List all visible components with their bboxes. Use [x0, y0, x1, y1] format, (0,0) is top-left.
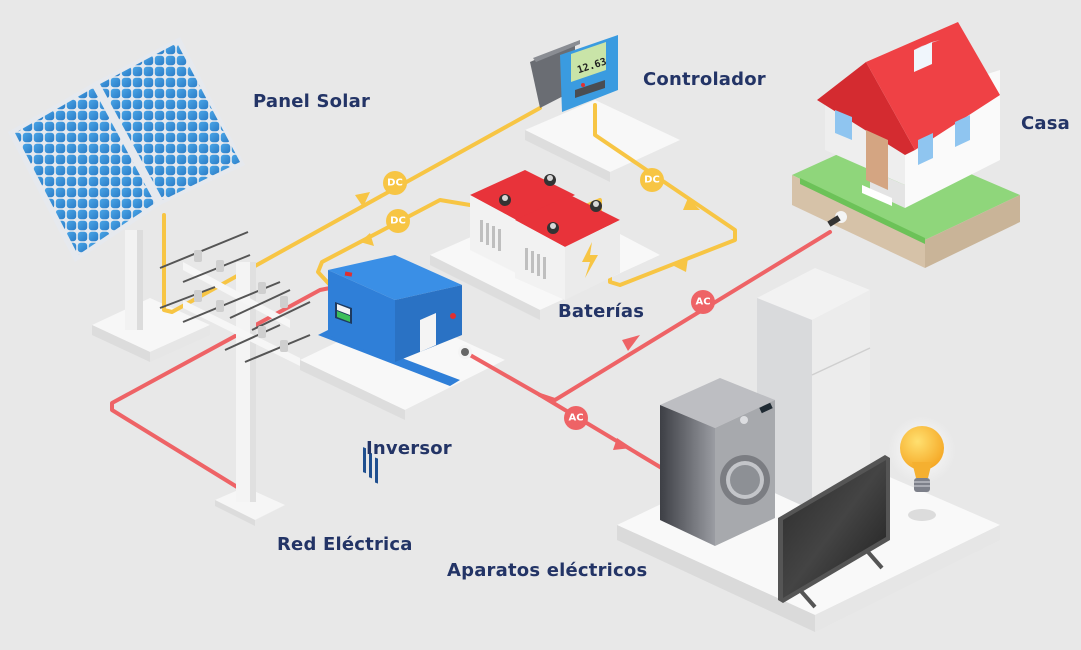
- label-aparatos-electricos: Aparatos eléctricos: [447, 560, 648, 581]
- label-inversor: Inversor: [366, 438, 452, 459]
- ac-wire-inverter-out: [468, 353, 542, 397]
- svg-text:DC: DC: [390, 216, 406, 227]
- ac-arrow-down: [613, 438, 632, 450]
- controller-icon: 12.63: [530, 35, 618, 112]
- dc-arrow-down-right: [683, 198, 700, 210]
- washing-machine-icon: [660, 378, 775, 546]
- ac-arrows: [613, 335, 640, 450]
- label-panel-solar: Panel Solar: [253, 91, 371, 112]
- dc-wire-panel-to-controller: [162, 106, 542, 314]
- house-icon: [792, 22, 1020, 268]
- solar-panel-base: [92, 298, 210, 362]
- dc-arrow-to-controller: [355, 192, 370, 207]
- lightbulb-icon: [888, 416, 956, 521]
- inverter-icon: [318, 255, 472, 484]
- dc-badge-3: DC: [640, 168, 664, 192]
- dc-arrow-to-inverter: [360, 233, 374, 246]
- dc-arrow-to-battery: [672, 258, 688, 272]
- lightning-icon: [582, 242, 598, 278]
- ac-wire-grid: [110, 286, 332, 492]
- utility-pole-icon: [159, 231, 311, 526]
- batteries-icon: [470, 170, 620, 300]
- svg-text:DC: DC: [644, 175, 660, 186]
- dc-badge-1: DC: [383, 171, 407, 195]
- svg-text:AC: AC: [695, 297, 710, 308]
- tv-icon: [778, 455, 890, 609]
- ac-wires: [110, 230, 832, 492]
- ac-badge-2: AC: [564, 406, 588, 430]
- controller-platform: [525, 100, 680, 182]
- label-controlador: Controlador: [643, 69, 766, 90]
- dc-wire-controller-to-battery: [593, 103, 737, 287]
- ac-arrow-up: [622, 335, 640, 351]
- label-casa: Casa: [1021, 113, 1071, 134]
- solar-panel-icon: [8, 37, 245, 330]
- ac-badge-1: AC: [691, 290, 715, 314]
- svg-text:AC: AC: [568, 413, 583, 424]
- label-baterias: Baterías: [558, 301, 645, 322]
- dc-badge-2: DC: [386, 209, 410, 233]
- dc-wire-battery-to-inverter: [316, 198, 472, 287]
- dc-arrows: [355, 192, 700, 272]
- ac-wire-to-appliances: [538, 393, 667, 472]
- label-red-electrica: Red Eléctrica: [277, 534, 413, 555]
- svg-text:DC: DC: [387, 178, 403, 189]
